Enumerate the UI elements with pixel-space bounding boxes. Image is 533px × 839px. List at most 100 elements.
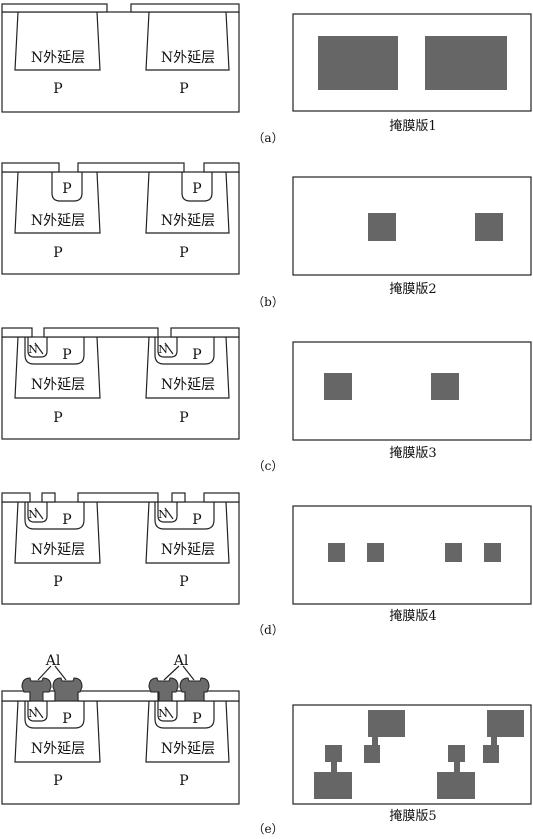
al-contact	[52, 677, 83, 702]
p-base-region	[154, 337, 215, 365]
mask-window	[314, 772, 352, 799]
al-contact	[179, 677, 210, 702]
mask-label: 掩膜版2	[389, 282, 436, 297]
n-epi-label: N外延层	[161, 213, 215, 229]
oxide-layer	[77, 162, 185, 173]
mask-window	[364, 745, 380, 763]
p-base-label: P	[62, 512, 71, 528]
n-epi-well	[14, 700, 101, 763]
p-substrate-label: P	[53, 410, 62, 426]
mask-d	[292, 505, 532, 605]
substrate-box	[1, 700, 240, 805]
oxide-layer	[203, 492, 240, 503]
mask-window	[448, 745, 465, 762]
n-epi-well	[14, 11, 101, 71]
mask-window	[445, 543, 462, 562]
emitter-diagonal	[164, 507, 174, 520]
oxide-layer	[1, 492, 31, 503]
p-base-region	[24, 502, 85, 530]
mask-window	[328, 543, 345, 562]
al-leader	[163, 665, 195, 681]
p-substrate-label: P	[53, 773, 62, 789]
mask-window	[425, 36, 507, 90]
mask-window	[318, 36, 398, 90]
p-base-region	[154, 701, 215, 729]
n-emitter-region	[157, 337, 178, 358]
substrate-box	[1, 501, 240, 605]
cross-section-a: N外延层 N外延层 P P	[1, 3, 240, 113]
step-e: Al Al N N P P N外延层 N外延层 P P	[1, 653, 532, 836]
mask-window	[372, 737, 378, 745]
p-substrate-label: P	[53, 574, 62, 590]
al-contact	[21, 677, 52, 702]
p-substrate-label: P	[179, 773, 188, 789]
step-caption: （a）	[252, 131, 283, 145]
p-substrate-label: P	[179, 81, 188, 97]
p-base-label: P	[192, 711, 201, 727]
n-epi-label: N外延层	[161, 377, 215, 393]
step-caption: （b）	[252, 295, 284, 309]
n-epi-label: N外延层	[161, 50, 215, 66]
oxide-layer	[203, 162, 240, 173]
substrate-box	[1, 171, 240, 275]
p-base-region	[181, 172, 213, 202]
n-emitter-region	[157, 701, 178, 722]
al-contact	[148, 677, 179, 702]
mask-window	[367, 543, 384, 562]
mask-window	[475, 213, 503, 241]
emitter-diagonal	[164, 706, 174, 719]
n-epi-label: N外延层	[31, 741, 85, 757]
n-epi-label: N外延层	[161, 542, 215, 558]
n-epi-well	[145, 336, 230, 399]
p-base-region	[51, 172, 83, 202]
p-base-label: P	[62, 711, 71, 727]
n-epi-label: N外延层	[31, 542, 85, 558]
n-emitter-region	[27, 502, 48, 523]
emitter-diagonal	[34, 342, 44, 355]
n-emitter-label: N	[28, 508, 38, 521]
mask-window	[325, 745, 342, 762]
p-substrate-label: P	[179, 245, 188, 261]
oxide-layer	[130, 3, 240, 13]
n-emitter-region	[27, 701, 48, 722]
step-caption: （d）	[252, 623, 284, 637]
p-base-label: P	[62, 347, 71, 363]
oxide-layer	[170, 327, 240, 338]
oxide-layer	[77, 492, 159, 503]
n-emitter-label: N	[158, 707, 168, 720]
p-substrate-label: P	[179, 410, 188, 426]
step-c: N N P P N外延层 N外延层 P P 掩膜版3 （c）	[1, 327, 532, 473]
p-base-label: P	[192, 181, 201, 197]
emitter-diagonal	[34, 507, 44, 520]
mask-e	[292, 704, 532, 805]
mask-window	[324, 373, 352, 400]
oxide-layer	[77, 690, 159, 702]
oxide-layer	[1, 162, 60, 173]
cross-section-b: P P N外延层 N外延层 P P	[1, 162, 240, 275]
n-epi-label: N外延层	[31, 377, 85, 393]
p-substrate-label: P	[53, 81, 62, 97]
n-epi-well	[14, 501, 101, 564]
n-epi-well	[145, 700, 230, 763]
mask-window	[491, 737, 497, 745]
p-base-label: P	[192, 512, 201, 528]
oxide-layer	[203, 690, 240, 702]
n-epi-well	[145, 171, 230, 234]
mask-a	[292, 13, 532, 112]
n-emitter-region	[157, 502, 178, 523]
cross-section-e: Al Al N N P P N外延层 N外延层 P P	[1, 653, 240, 805]
step-caption: （e）	[252, 822, 283, 836]
mask-b	[292, 176, 532, 276]
al-label: Al	[173, 653, 189, 669]
cross-section-d: N N P P N外延层 N外延层 P P	[1, 492, 240, 605]
n-emitter-label: N	[158, 343, 168, 356]
n-emitter-label: N	[28, 707, 38, 720]
p-substrate-label: P	[53, 245, 62, 261]
p-base-region	[24, 337, 85, 365]
mask-window	[454, 762, 460, 772]
p-base-region	[24, 701, 85, 729]
n-epi-label: N外延层	[31, 50, 85, 66]
n-epi-well	[14, 171, 101, 234]
cross-section-c: N N P P N外延层 N外延层 P P	[1, 327, 240, 440]
n-emitter-region	[27, 337, 48, 358]
